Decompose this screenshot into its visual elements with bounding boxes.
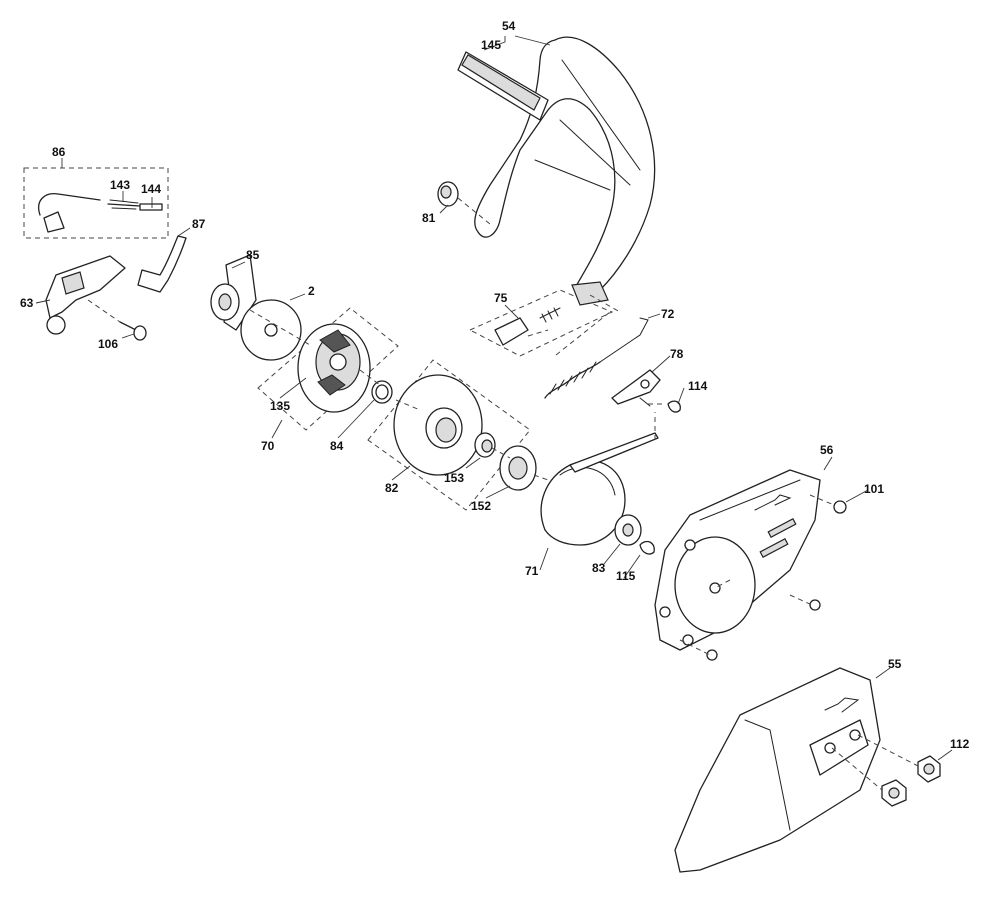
spring-part-72 <box>544 317 649 399</box>
label-153: 153 <box>444 471 464 485</box>
label-115: 115 <box>616 569 636 583</box>
label-2: 2 <box>308 284 315 298</box>
label-75: 75 <box>494 291 508 305</box>
brake-band-part-71 <box>540 432 659 546</box>
label-81: 81 <box>422 211 436 225</box>
label-145: 145 <box>481 38 501 52</box>
label-85: 85 <box>246 248 260 262</box>
group-box-75 <box>468 289 614 357</box>
label-54: 54 <box>502 19 516 33</box>
label-84: 84 <box>330 439 344 453</box>
label-114: 114 <box>688 379 708 393</box>
cover-plate-part-56 <box>654 469 821 651</box>
label-56: 56 <box>820 443 834 457</box>
nut-part-112 <box>881 755 941 807</box>
label-86: 86 <box>52 145 66 159</box>
label-87: 87 <box>192 217 206 231</box>
handguard-part-54 <box>474 36 656 306</box>
lever-part-78 <box>611 369 661 407</box>
oil-hose-part-86 <box>38 193 163 233</box>
clutch-drum-part-82 <box>393 374 483 476</box>
screw-part-101 <box>706 500 847 661</box>
label-101: 101 <box>864 482 884 496</box>
clutch-part-70 <box>297 323 371 413</box>
sprocket-part-152 <box>499 445 537 491</box>
ring-part-84 <box>371 380 393 404</box>
screw-part-106 <box>119 321 147 341</box>
clip-part-114 <box>667 400 681 413</box>
label-152: 152 <box>471 499 491 513</box>
label-143: 143 <box>110 178 130 192</box>
label-72: 72 <box>661 307 675 321</box>
label-70: 70 <box>261 439 275 453</box>
label-71: 71 <box>525 564 539 578</box>
label-55: 55 <box>888 657 902 671</box>
label-63: 63 <box>20 296 34 310</box>
bushing-part-81 <box>437 181 459 207</box>
leader-lines <box>35 35 953 791</box>
label-83: 83 <box>592 561 606 575</box>
label-78: 78 <box>670 347 684 361</box>
label-82: 82 <box>385 481 399 495</box>
bearing-part-153 <box>474 432 496 458</box>
clip-part-115 <box>639 540 655 555</box>
sprocket-cover-part-55 <box>674 667 881 873</box>
label-144: 144 <box>141 182 161 196</box>
oil-pump-part-63 <box>45 255 126 335</box>
oil-line-part-87 <box>137 235 187 293</box>
label-112: 112 <box>950 737 970 751</box>
latch-part-75 <box>494 307 561 346</box>
label-106: 106 <box>98 337 118 351</box>
washer-part-83 <box>614 514 642 546</box>
label-135: 135 <box>270 399 290 413</box>
washer-part-2 <box>240 299 302 361</box>
group-box-86 <box>23 167 169 239</box>
